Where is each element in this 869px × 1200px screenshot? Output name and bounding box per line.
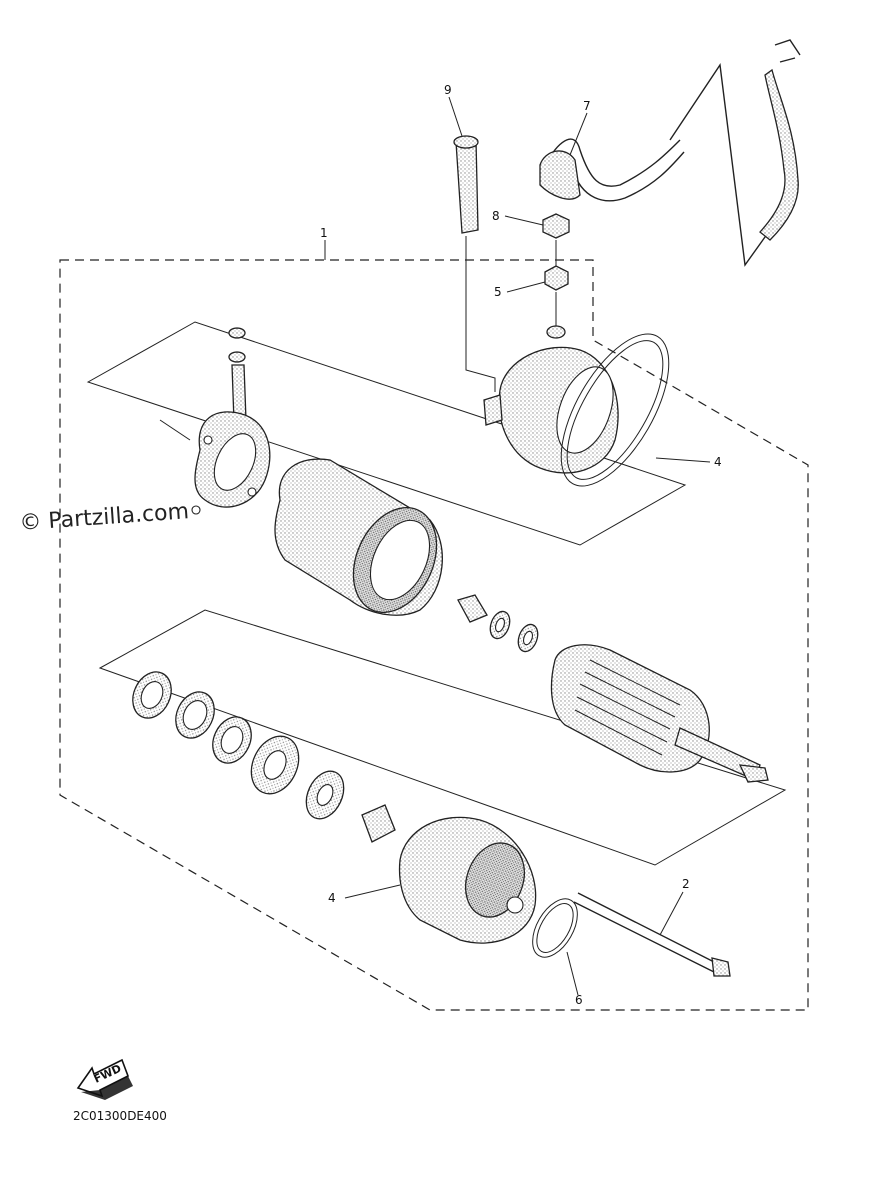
bolt-part-9 [453, 135, 496, 392]
callout-5: 5 [494, 285, 502, 299]
assembly-boundary [59, 259, 809, 1011]
callout-9: 9 [444, 83, 452, 97]
armature [550, 644, 769, 783]
upper-group-frame [86, 321, 687, 546]
fwd-arrow-icon: FWD [76, 1058, 133, 1100]
front-cover [398, 816, 578, 958]
callout-2: 2 [682, 877, 690, 891]
lead-wire [539, 39, 801, 267]
bushing [457, 594, 539, 653]
small-nut [546, 325, 566, 339]
leader-4a [655, 457, 711, 463]
watermark: © Partzilla.com [19, 499, 190, 536]
brush-plate [191, 327, 271, 515]
washer-stack [132, 671, 396, 843]
leader-9 [448, 96, 463, 137]
upper-group-frame-break [159, 419, 191, 441]
leader-5 [506, 281, 546, 293]
leader-2 [659, 891, 684, 936]
through-bolt-part-2 [573, 892, 731, 977]
diagram-code: 2C01300DE400 [73, 1109, 167, 1123]
callout-6: 6 [575, 993, 583, 1007]
callout-4a: 4 [714, 455, 722, 469]
leader-8 [504, 215, 544, 226]
callout-4b: 4 [328, 891, 336, 905]
callout-1: 1 [320, 226, 328, 240]
leader-4b [344, 884, 401, 899]
washer-part-5 [544, 265, 569, 291]
leader-7 [569, 112, 588, 156]
lower-group-frame [98, 609, 787, 866]
callout-8: 8 [492, 209, 500, 223]
leader-6 [566, 951, 579, 996]
yoke-housing [274, 458, 443, 616]
nut-part-8 [542, 213, 570, 239]
callout-7: 7 [583, 99, 591, 113]
rear-cover [483, 333, 670, 487]
